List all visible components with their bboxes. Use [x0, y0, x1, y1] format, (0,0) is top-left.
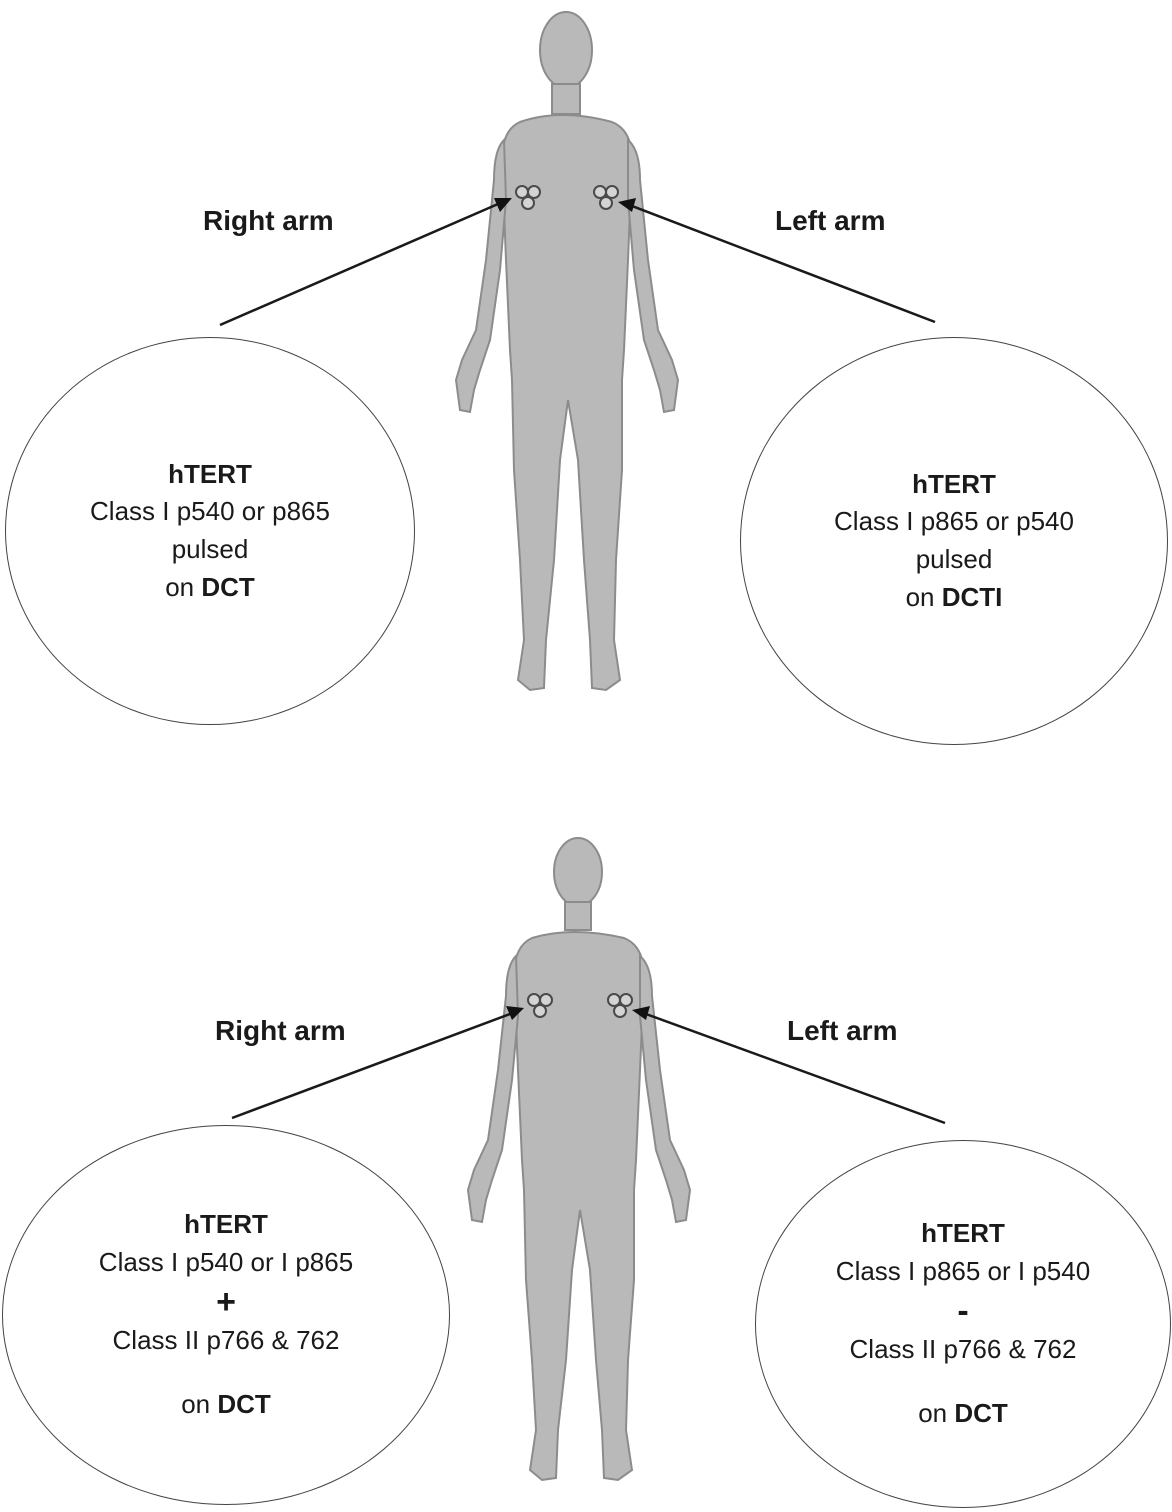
circle-line3: on DCT — [918, 1395, 1008, 1433]
left-arm-protocol-circle: hTERT Class I p865 or p540 pulsed on DCT… — [740, 337, 1168, 745]
human-figure — [456, 12, 678, 690]
circle-line1: Class I p540 or p865 — [90, 493, 330, 531]
minus-symbol: - — [957, 1291, 968, 1332]
circle-title: hTERT — [921, 1215, 1005, 1253]
figure-head — [554, 838, 602, 906]
circle-line3: on DCT — [165, 569, 255, 607]
figure-right-arm — [468, 956, 518, 1222]
circle-line2: Class II p766 & 762 — [113, 1322, 340, 1360]
figure-left-arm — [640, 956, 690, 1222]
left-arm-protocol-circle: hTERT Class I p865 or I p540 - Class II … — [755, 1140, 1171, 1508]
figure-right-arm — [456, 140, 506, 412]
circle-line3: on DCT — [181, 1386, 271, 1424]
human-figure — [468, 838, 690, 1480]
right-arm-protocol-circle: hTERT Class I p540 or p865 pulsed on DCT — [5, 337, 415, 725]
circle-title: hTERT — [912, 466, 996, 504]
left-arm-label: Left arm — [775, 205, 885, 237]
circle-title: hTERT — [168, 456, 252, 494]
circle-line2: pulsed — [916, 541, 993, 579]
plus-symbol: + — [216, 1282, 236, 1323]
circle-title: hTERT — [184, 1206, 268, 1244]
right-arm-protocol-circle: hTERT Class I p540 or I p865 + Class II … — [2, 1125, 450, 1505]
circle-line1: Class I p865 or p540 — [834, 503, 1074, 541]
circle-line3: on DCTI — [906, 579, 1003, 617]
diagram-panel-bottom: Right arm Left arm hTERT Class I p540 or… — [0, 800, 1172, 1512]
circle-line2: Class II p766 & 762 — [850, 1331, 1077, 1369]
right-arm-label: Right arm — [203, 205, 334, 237]
left-arm-label: Left arm — [787, 1015, 897, 1047]
circle-line2: pulsed — [172, 531, 249, 569]
diagram-panel-top: Right arm Left arm hTERT Class I p540 or… — [0, 0, 1172, 760]
figure-neck — [552, 84, 580, 114]
figure-neck — [565, 902, 591, 930]
figure-left-arm — [628, 140, 678, 412]
circle-line1: Class I p865 or I p540 — [836, 1253, 1090, 1291]
right-arm-label: Right arm — [215, 1015, 346, 1047]
circle-line1: Class I p540 or I p865 — [99, 1244, 353, 1282]
figure-head — [540, 12, 592, 88]
